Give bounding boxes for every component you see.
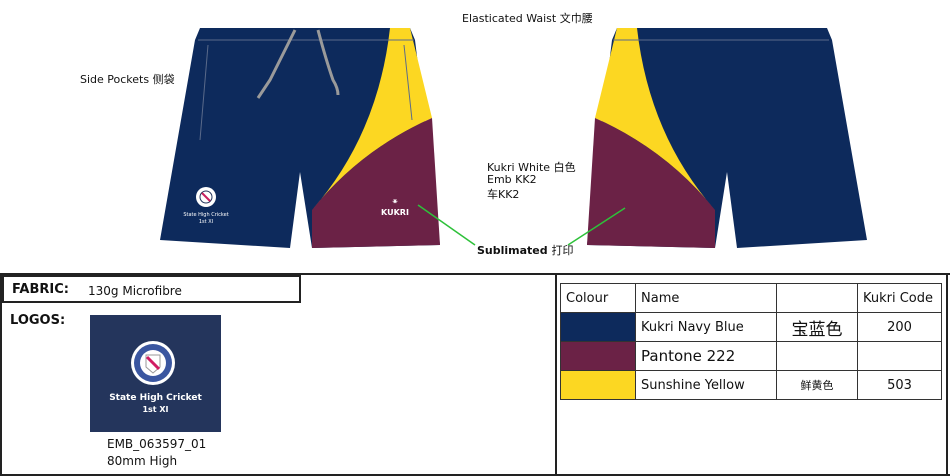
- svg-text:1st XI: 1st XI: [199, 219, 213, 225]
- swatch-yellow: [560, 370, 636, 400]
- swatch-navy: [560, 312, 636, 342]
- table-row: Kukri Navy Blue 宝蓝色 200: [560, 312, 942, 342]
- table-row: Sunshine Yellow 鲜黄色 503: [560, 370, 942, 400]
- waist-label: Elasticated Waist 文巾腰: [462, 12, 593, 25]
- divider: [555, 273, 557, 476]
- table-header: Colour Name Kukri Code: [560, 283, 942, 313]
- front-shorts: State High Cricket 1st XI ⚹ KUKRI: [160, 28, 440, 248]
- crest-text: State High Cricket: [183, 212, 228, 218]
- divider: [0, 273, 950, 275]
- emb-cn-label: 车KK2: [487, 188, 520, 201]
- pockets-label: Side Pockets 侧袋: [80, 73, 175, 86]
- kukri-wordmark: KUKRI: [381, 208, 409, 217]
- logo-code: EMB_063597_01: [107, 437, 207, 451]
- shorts-drawing: State High Cricket 1st XI ⚹ KUKRI: [160, 28, 867, 248]
- fabric-value: 130g Microfibre: [88, 284, 182, 298]
- emb-label: Emb KK2: [487, 173, 537, 186]
- divider: [0, 474, 950, 476]
- sublimated-label: Sublimated 打印: [477, 244, 574, 257]
- crest-logo-image: State High Cricket 1st XI: [90, 315, 221, 432]
- logo-size: 80mm High: [107, 454, 178, 468]
- pointer-line: [567, 207, 626, 246]
- crest-icon: [131, 341, 175, 385]
- kukri-logo: ⚹: [392, 196, 398, 205]
- divider: [0, 273, 2, 476]
- colour-table: Colour Name Kukri Code Kukri Navy Blue 宝…: [560, 283, 942, 400]
- divider: [946, 273, 948, 476]
- logos-label: LOGOS:: [10, 313, 66, 328]
- swatch-maroon: [560, 341, 636, 371]
- logo-colour-label: Kukri White 白色: [487, 161, 576, 174]
- fabric-box: FABRIC: 130g Microfibre: [2, 275, 301, 303]
- pointer-line: [417, 204, 476, 246]
- drawstring: [256, 29, 297, 99]
- back-shorts: [587, 28, 867, 248]
- table-row: Pantone 222: [560, 341, 942, 371]
- fabric-label: FABRIC:: [12, 282, 69, 297]
